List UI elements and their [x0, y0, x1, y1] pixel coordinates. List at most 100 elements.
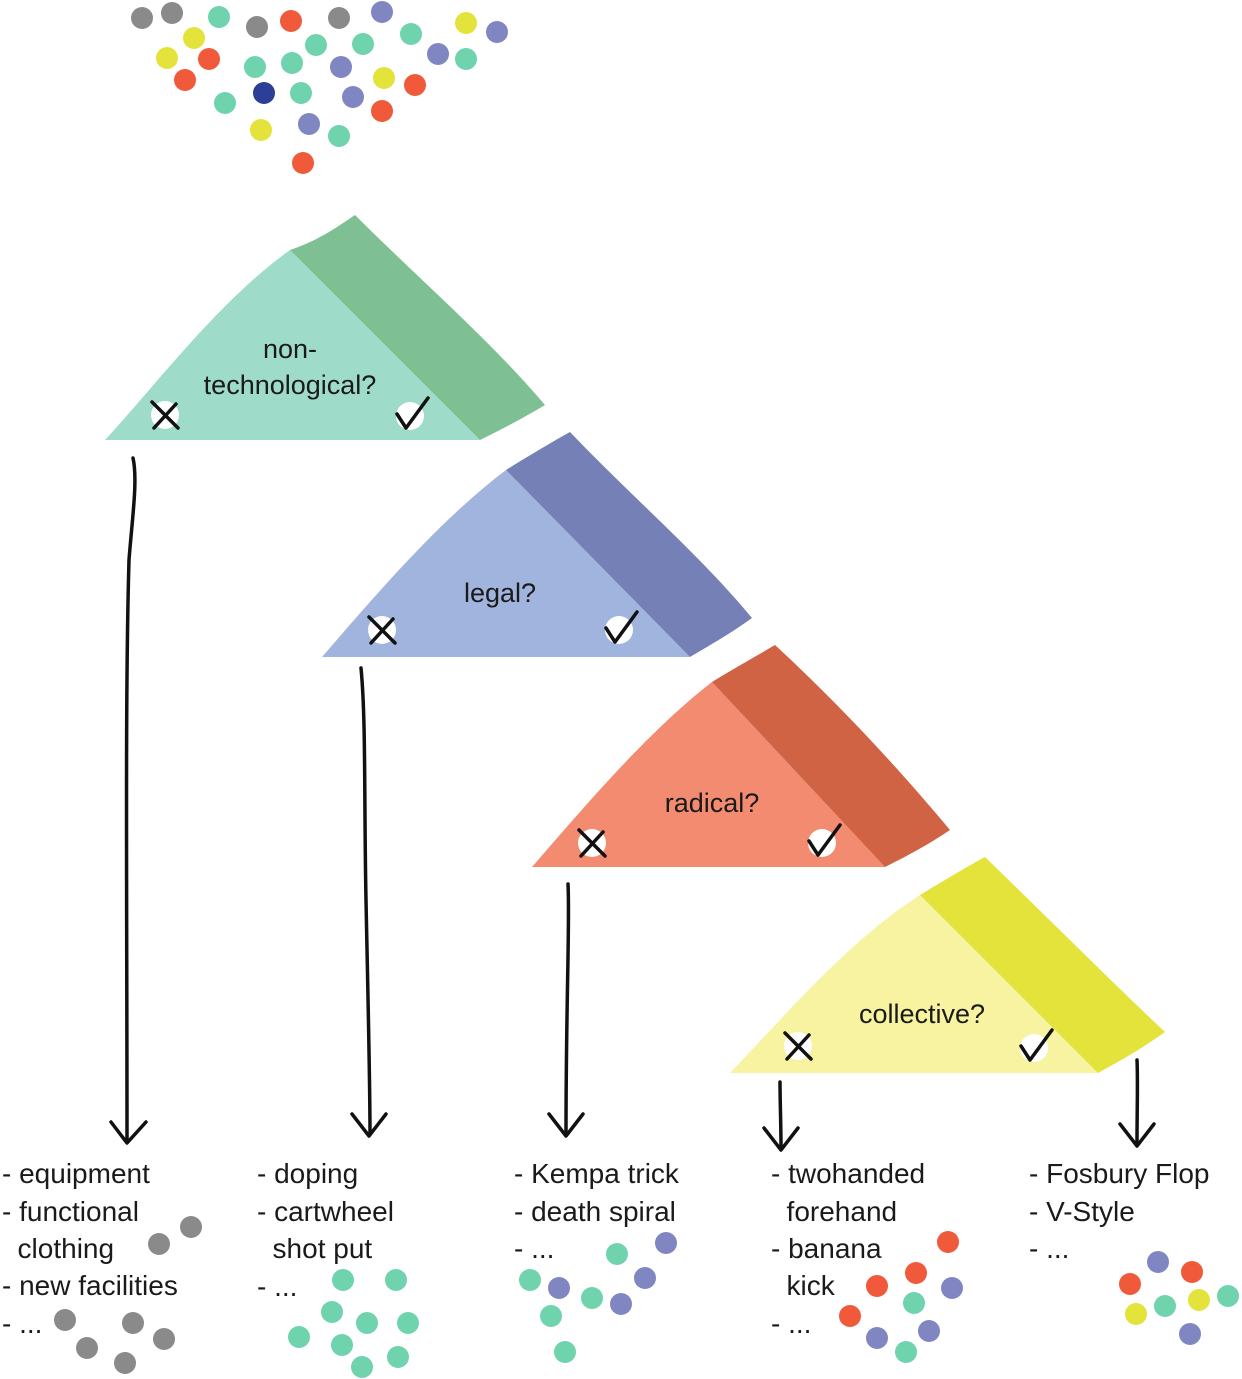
outcome-list-4: - twohanded forehand - banana kick - ... [771, 1158, 925, 1339]
list-item: shot put [257, 1233, 372, 1264]
question-node-radical: radical? [532, 645, 950, 867]
dot [352, 33, 374, 55]
dot [76, 1337, 98, 1359]
prism-face [730, 895, 1098, 1073]
prism-side [920, 857, 1165, 1073]
outcome-dots-2 [288, 1269, 419, 1378]
list-item: - Fosbury Flop [1029, 1158, 1210, 1189]
question-node-non-technological: non- technological? [105, 215, 545, 440]
dot [371, 1, 393, 23]
dot [253, 82, 275, 104]
list-item: kick [771, 1270, 836, 1301]
arrow-o2 [350, 666, 388, 1138]
dot [1147, 1251, 1169, 1273]
prism-face [532, 682, 885, 867]
dot [581, 1287, 603, 1309]
dot [331, 1334, 353, 1356]
dot [387, 1346, 409, 1368]
dot [156, 47, 178, 69]
dot [290, 82, 312, 104]
dot [400, 23, 422, 45]
arrow-o1 [109, 456, 148, 1145]
dot [342, 86, 364, 108]
list-item: - death spiral [514, 1196, 676, 1227]
dot [198, 48, 220, 70]
cross-icon [150, 400, 180, 430]
dot [148, 1233, 170, 1255]
dot [1181, 1261, 1203, 1283]
dot [280, 10, 302, 32]
dot [174, 69, 196, 91]
dot [937, 1231, 959, 1253]
dot [918, 1320, 940, 1342]
dot [385, 1269, 407, 1291]
list-item: - cartwheel [257, 1196, 394, 1227]
dot [397, 1312, 419, 1334]
dot [122, 1312, 144, 1334]
question-label: legal? [464, 578, 536, 608]
question-label-line-2: technological? [204, 370, 377, 400]
dot [1125, 1303, 1147, 1325]
dot [373, 67, 395, 89]
dot [131, 7, 153, 29]
list-item: - banana [771, 1233, 882, 1264]
dot [281, 52, 303, 74]
question-node-legal: legal? [322, 432, 752, 657]
dot [610, 1293, 632, 1315]
arrow-o4 [762, 1080, 800, 1152]
dot [905, 1262, 927, 1284]
dot [427, 43, 449, 65]
dot [288, 1326, 310, 1348]
cross-icon [367, 615, 397, 645]
list-item: - ... [1029, 1233, 1069, 1264]
dot [1119, 1273, 1141, 1295]
outcome-list-5: - Fosbury Flop - V-Style - ... [1029, 1158, 1210, 1264]
outcome-list-2: - doping - cartwheel shot put - ... [257, 1158, 394, 1302]
dot [298, 113, 320, 135]
input-dot-cluster [131, 1, 508, 174]
dot [839, 1305, 861, 1327]
dot [292, 152, 314, 174]
list-item: - ... [771, 1308, 811, 1339]
dot [486, 21, 508, 43]
list-item: clothing [2, 1233, 114, 1264]
dot [655, 1232, 677, 1254]
dot [455, 48, 477, 70]
dot [554, 1341, 576, 1363]
dot [114, 1352, 136, 1374]
list-item: - new facilities [2, 1270, 178, 1301]
dot [180, 1216, 202, 1238]
dot [321, 1301, 343, 1323]
dot [371, 100, 393, 122]
prism-face [105, 250, 480, 440]
dot [941, 1277, 963, 1299]
dot [332, 1269, 354, 1291]
dot [305, 34, 327, 56]
outcome-list-1: - equipment - functional clothing - new … [2, 1158, 178, 1339]
prism-side [506, 432, 752, 657]
cross-icon [577, 828, 607, 858]
question-label: collective? [859, 999, 985, 1029]
outcome-list-3: - Kempa trick - death spiral - ... [514, 1158, 680, 1264]
dot [519, 1269, 541, 1291]
prism-side [712, 645, 950, 867]
list-item: - twohanded [771, 1158, 925, 1189]
prism-face [322, 470, 690, 657]
cross-icon [783, 1031, 813, 1061]
outcome-dots-1 [54, 1216, 202, 1374]
list-item: - V-Style [1029, 1196, 1135, 1227]
list-item: - Kempa trick [514, 1158, 680, 1189]
dot [634, 1267, 656, 1289]
list-item: - functional [2, 1196, 139, 1227]
dot [404, 74, 426, 96]
dot [455, 12, 477, 34]
dot [330, 56, 352, 78]
dot [246, 16, 268, 38]
outcome-dots-5 [1119, 1251, 1239, 1345]
dot [214, 92, 236, 114]
check-icon [395, 396, 430, 430]
dot [1188, 1289, 1210, 1311]
dot [208, 6, 230, 28]
